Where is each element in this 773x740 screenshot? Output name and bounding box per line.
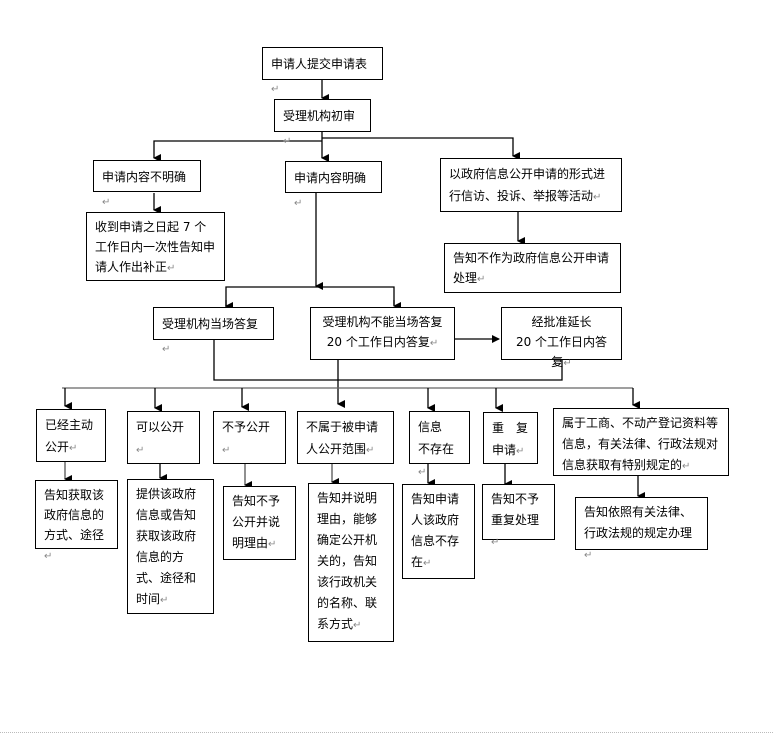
node-reply-later: 受理机构不能当场答复 20 个工作日内答复↵ [310,307,455,360]
node-already-public: 已经主动公开↵ [36,409,106,462]
result-out-of-scope: 告知并说明理由，能够确定公开机关的，告知该行政机关的名称、联系方式↵ [308,483,394,642]
node-clear: 申请内容明确↵ [285,161,382,209]
node-not-handled: 告知不作为政府信息公开申请处理↵ [444,243,621,293]
node-out-of-scope: 不属于被申请人公开范围↵ [297,411,394,464]
connector-review-left [153,140,322,162]
node-duplicate: 重 复 申请↵ [483,412,538,464]
node-special-rules: 属于工商、不动产登记资料等信息，有关法律、行政法规对信息获取有特别规定的↵ [553,408,729,476]
node-unclear: 申请内容不明确↵ [93,160,201,208]
result-duplicate: 告知不予重复处理↵ [482,484,555,548]
result-special-rules: 告知依照有关法律、行政法规的规定办理↵ [575,497,708,561]
node-petition: 以政府信息公开申请的形式进行信访、投诉、举报等活动↵ [440,158,622,212]
node-reply-on-spot: 受理机构当场答复↵ [153,307,274,355]
node-extension: 经批准延长 20 个工作日内答复↵ [501,307,622,369]
result-can-disclose: 提供该政府信息或告知获取该政府信息的方式、途径和时间↵ [127,479,214,614]
page-boundary-line [0,732,773,733]
result-not-disclose: 告知不予公开并说明理由↵ [223,486,296,560]
connector-split [225,286,395,309]
result-not-exist: 告知申请人该政府信息不存在↵ [402,484,475,579]
connector-review-right [322,137,520,160]
node-notify-correction: 收到申请之日起 7 个工作日内一次性告知申请人作出补正↵ [86,212,225,281]
result-already-public: 告知获取该政府信息的方式、途径↵ [35,480,118,562]
node-submit: 申请人提交申请表↵ [262,47,383,95]
node-initial-review: 受理机构初审↵ [274,99,371,147]
node-not-disclose: 不予公开↵ [213,411,286,464]
node-not-exist: 信息 不存在↵ [409,411,470,478]
node-can-disclose: 可以公开↵ [127,411,200,464]
connector-merge [213,339,563,381]
